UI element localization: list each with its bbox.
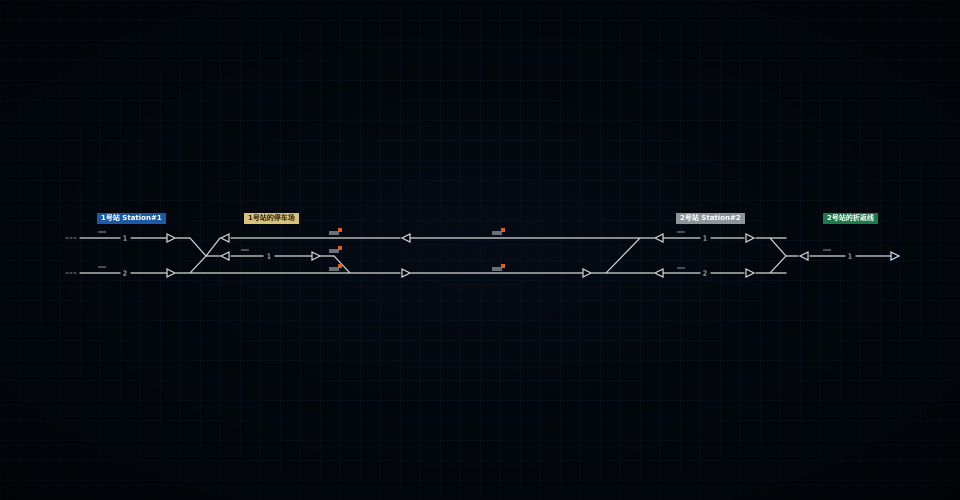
signal-right-icon[interactable]	[166, 268, 177, 278]
track-tag	[98, 266, 106, 268]
signal-right-icon[interactable]	[311, 251, 322, 261]
signal-right-icon[interactable]	[166, 233, 177, 243]
signal-right-icon[interactable]	[745, 268, 756, 278]
signal-left-icon[interactable]	[653, 233, 664, 243]
switch-east-2[interactable]	[769, 255, 787, 274]
track-tag	[677, 267, 685, 269]
switch-west-2[interactable]	[189, 255, 207, 274]
track-tag	[677, 231, 685, 233]
signal-left-icon[interactable]	[219, 233, 230, 243]
signal-left-icon[interactable]	[653, 268, 664, 278]
signal-right-icon[interactable]	[890, 251, 901, 261]
signal-left-icon[interactable]	[798, 251, 809, 261]
track-number-label: 2	[703, 270, 707, 278]
signal-right-icon[interactable]	[401, 268, 412, 278]
switch-west-1[interactable]	[189, 237, 207, 257]
station1-badge[interactable]: 1号站 Station#1	[97, 213, 166, 224]
signal-left-icon[interactable]	[219, 251, 230, 261]
alarm-marker-icon[interactable]	[501, 264, 505, 268]
device-box[interactable]	[329, 231, 339, 235]
track-number-label: 2	[123, 270, 127, 278]
track-number-label: 1	[703, 235, 707, 243]
signal-right-icon[interactable]	[745, 233, 756, 243]
signal-left-icon[interactable]	[400, 233, 411, 243]
station2-badge[interactable]: 2号站 Station#2	[676, 213, 745, 224]
device-box[interactable]	[492, 231, 502, 235]
crossover-east[interactable]	[605, 237, 641, 274]
depot1-badge[interactable]: 1号站的停车场	[244, 213, 299, 224]
alarm-marker-icon[interactable]	[501, 228, 505, 232]
depot2-badge[interactable]: 2号站的折返线	[823, 213, 878, 224]
depot-crossover-top[interactable]	[205, 237, 221, 257]
track-number-label: 1	[267, 253, 271, 261]
device-box[interactable]	[329, 267, 339, 271]
alarm-marker-icon[interactable]	[338, 264, 342, 268]
track-tag	[241, 249, 249, 251]
track-tag	[98, 231, 106, 233]
alarm-marker-icon[interactable]	[338, 246, 342, 250]
device-box[interactable]	[329, 249, 339, 253]
switch-east-1[interactable]	[769, 237, 787, 257]
track-tag	[823, 249, 831, 251]
alarm-marker-icon[interactable]	[338, 228, 342, 232]
device-box[interactable]	[492, 267, 502, 271]
track-number-label: 1	[123, 235, 127, 243]
track-number-label: 1	[848, 253, 852, 261]
signal-right-icon[interactable]	[582, 268, 593, 278]
